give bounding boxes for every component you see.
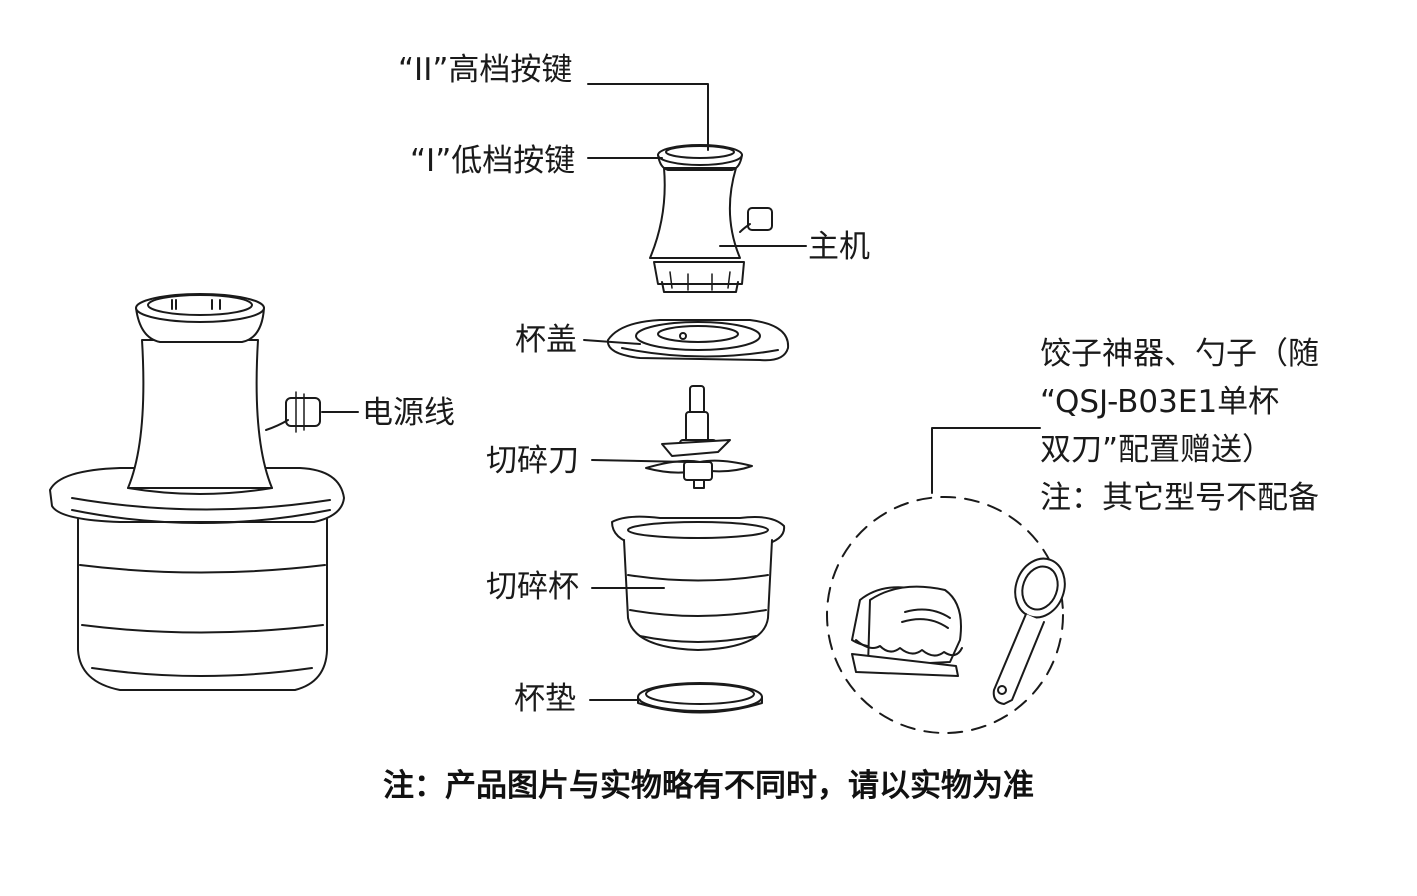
assembled-chopper — [49, 293, 345, 691]
label-blade: 切碎刀 — [486, 443, 579, 479]
label-bowl: 切碎杯 — [486, 569, 579, 605]
blade-part — [645, 385, 753, 489]
leader-lines — [321, 83, 807, 701]
footer-disclaimer: 注：产品图片与实物略有不同时，请以实物为准 — [383, 768, 1034, 804]
accessory-note-line1: 饺子神器、勺子（随 — [1040, 336, 1319, 372]
accessory-note-line2: “QSJ-B03E1单杯 — [1040, 384, 1280, 420]
motor-unit-part — [649, 144, 773, 293]
dumpling-maker — [851, 585, 963, 677]
measuring-spoon — [992, 557, 1066, 705]
accessory-note-line4: 注：其它型号不配备 — [1040, 480, 1319, 516]
accessory-note: 饺子神器、勺子（随 “QSJ-B03E1单杯 双刀”配置赠送） 注：其它型号不配… — [1040, 330, 1319, 522]
lid-part — [606, 319, 790, 362]
label-pad: 杯垫 — [514, 681, 576, 717]
bowl-part — [611, 515, 786, 651]
accessory-dashed-circle — [826, 496, 1064, 734]
pad-part — [637, 682, 763, 714]
label-lid: 杯盖 — [515, 322, 577, 358]
label-low-speed-key: “I”低档按键 — [410, 143, 576, 179]
label-power-cord: 电源线 — [362, 395, 455, 431]
label-high-speed-key: “II”高档按键 — [398, 52, 573, 88]
accessory-note-line3: 双刀”配置赠送） — [1040, 432, 1274, 468]
label-motor-unit: 主机 — [808, 229, 870, 265]
